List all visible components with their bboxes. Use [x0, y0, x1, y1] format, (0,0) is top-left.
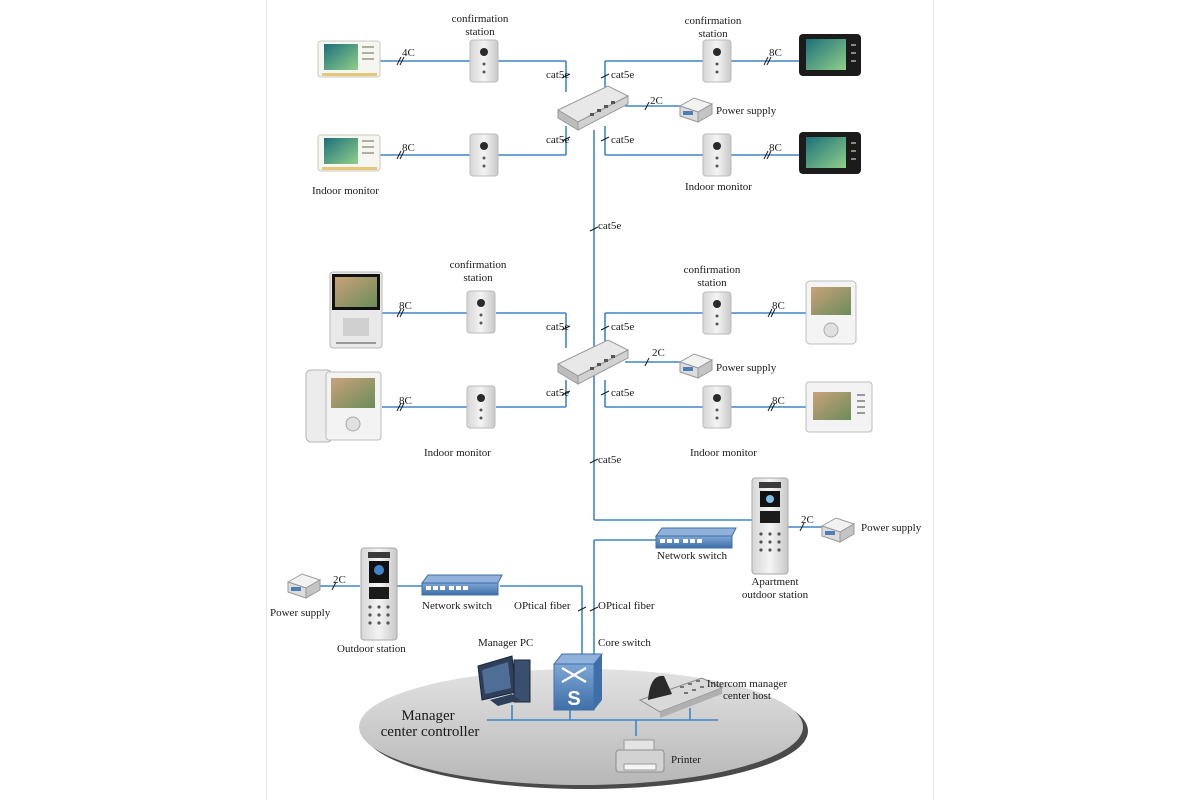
cable-label-8c: 8C	[769, 47, 782, 59]
core-switch-icon: S	[552, 653, 604, 711]
cable-label-2c: 2C	[652, 347, 665, 359]
confirmation-station-label: station	[697, 277, 727, 289]
poe-switch-icon	[556, 339, 630, 385]
confirmation-station-label: confirmation	[449, 259, 507, 271]
power-supply-label: Power supply	[861, 522, 922, 534]
confirmation-station-label: confirmation	[684, 15, 742, 27]
confirmation-station-icon	[469, 39, 499, 83]
confirmation-station-label: station	[465, 26, 495, 38]
confirmation-station-icon	[469, 133, 499, 177]
network-switch-icon	[655, 527, 737, 549]
outdoor-station-label: Outdoor station	[337, 643, 406, 655]
cable-label-cat5e: cat5e	[546, 321, 570, 333]
core-switch-label: Core switch	[598, 637, 651, 649]
cable-label-8c: 8C	[399, 300, 412, 312]
confirmation-station-icon	[702, 133, 732, 177]
confirmation-station-icon	[466, 290, 496, 334]
poe-switch-icon	[556, 85, 630, 131]
cable-label-cat5e: cat5e	[546, 69, 570, 81]
indoor-monitor-label: Indoor monitor	[424, 447, 491, 459]
confirmation-station-icon	[702, 39, 732, 83]
printer-icon	[615, 739, 665, 773]
manager-pc-icon	[477, 655, 531, 706]
cable-label-cat5e: cat5e	[611, 387, 635, 399]
printer-label: Printer	[671, 754, 701, 766]
indoor-monitor-label: Indoor monitor	[685, 181, 752, 193]
indoor-monitor-icon	[805, 381, 873, 433]
indoor-monitor-icon	[329, 271, 383, 349]
svg-text:S: S	[567, 688, 580, 710]
network-switch-label: Network switch	[657, 550, 727, 562]
apartment-outdoor-station-icon	[751, 477, 789, 575]
apartment-outdoor-station-label: outdoor station	[741, 589, 809, 601]
cable-label-8c: 8C	[399, 395, 412, 407]
manager-pc-label: Manager PC	[478, 637, 534, 649]
manager-center-label: Manager	[401, 708, 455, 724]
power-supply-icon	[286, 573, 322, 599]
connection-lines	[320, 60, 826, 736]
confirmation-station-label: station	[698, 28, 728, 40]
power-supply-label: Power supply	[716, 105, 777, 117]
indoor-monitor-icon	[799, 132, 861, 174]
cable-label-cat5e: cat5e	[546, 387, 570, 399]
confirmation-station-icon	[466, 385, 496, 429]
handset-indoor-monitor-icon	[305, 369, 382, 443]
cable-label-2c: 2C	[801, 514, 814, 526]
cable-label-cat5e: cat5e	[598, 454, 622, 466]
optical-fiber-label: OPtical fiber	[598, 600, 655, 612]
power-supply-label: Power supply	[716, 362, 777, 374]
intercom-host-label: Intercom manager	[706, 678, 788, 690]
cable-label-cat5e: cat5e	[611, 134, 635, 146]
cable-ticks	[331, 56, 805, 612]
power-supply-icon	[678, 353, 714, 379]
optical-fiber-label: OPtical fiber	[514, 600, 571, 612]
power-supply-label: Power supply	[270, 607, 331, 619]
confirmation-station-label: confirmation	[683, 264, 741, 276]
cable-label-8c: 8C	[772, 395, 785, 407]
cable-label-8c: 8C	[769, 142, 782, 154]
cable-label-8c: 8C	[772, 300, 785, 312]
indoor-monitor-label: Indoor monitor	[690, 447, 757, 459]
confirmation-station-label: confirmation	[451, 13, 509, 25]
indoor-monitor-icon	[317, 40, 381, 78]
network-switch-label: Network switch	[422, 600, 492, 612]
indoor-monitor-icon	[799, 34, 861, 76]
cable-label-cat5e: cat5e	[546, 134, 570, 146]
intercom-host-icon	[638, 675, 724, 718]
network-switch-icon	[421, 574, 503, 596]
cable-label-cat5e: cat5e	[598, 220, 622, 232]
power-supply-icon	[678, 97, 714, 123]
indoor-monitor-label: Indoor monitor	[312, 185, 379, 197]
cable-label-4c: 4C	[402, 47, 415, 59]
confirmation-station-label: station	[463, 272, 493, 284]
cable-label-2c: 2C	[333, 574, 346, 586]
indoor-monitor-icon	[805, 280, 857, 345]
power-supply-icon	[820, 517, 856, 543]
outdoor-station-icon	[360, 547, 398, 641]
cable-label-cat5e: cat5e	[611, 69, 635, 81]
apartment-outdoor-station-label: Apartment	[751, 576, 799, 588]
manager-center-label: center controller	[380, 724, 480, 740]
cable-label-cat5e: cat5e	[611, 321, 635, 333]
confirmation-station-icon	[702, 385, 732, 429]
intercom-host-label: center host	[723, 690, 771, 702]
cable-label-8c: 8C	[402, 142, 415, 154]
cable-label-2c: 2C	[650, 95, 663, 107]
confirmation-station-icon	[702, 291, 732, 335]
indoor-monitor-icon	[317, 134, 381, 172]
